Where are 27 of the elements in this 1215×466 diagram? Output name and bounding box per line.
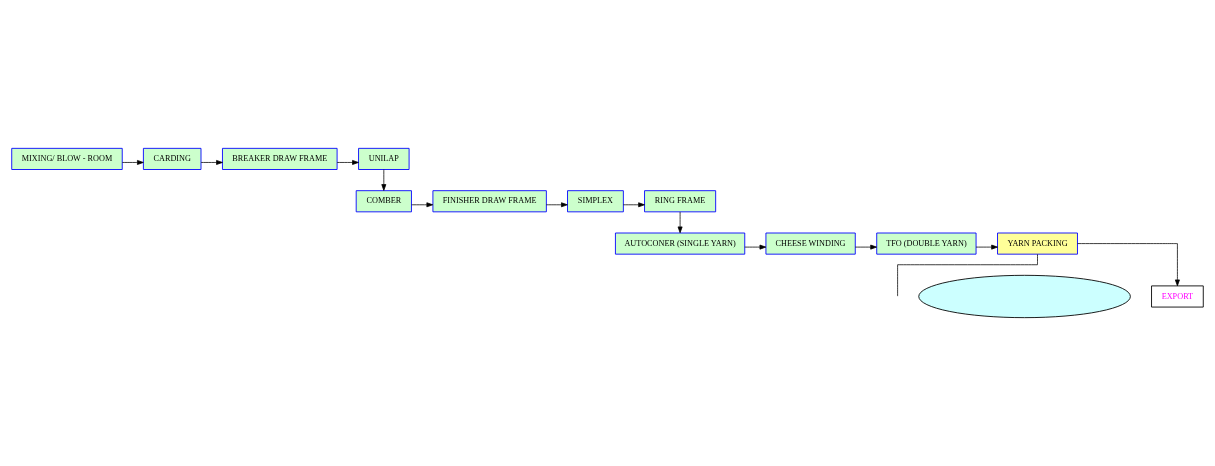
- node-box: CHEESE WINDING: [765, 232, 856, 255]
- node-ellipse: [918, 274, 1131, 319]
- node-box: CARDING: [142, 147, 202, 170]
- node-box: FINISHER DRAW FRAME: [432, 190, 547, 213]
- node-box: SIMPLEX: [567, 190, 624, 213]
- arrow: [411, 202, 434, 208]
- node-box: COMBER: [355, 190, 412, 213]
- node-box: UNILAP: [358, 147, 410, 170]
- arrow: [200, 160, 223, 165]
- node-box: RING FRAME: [644, 190, 717, 213]
- arrow: [336, 160, 359, 165]
- arrow: [122, 160, 144, 165]
- arrow: [677, 211, 683, 234]
- node-box: AUTOCONER (SINGLE YARN): [615, 232, 746, 255]
- arrow: [1077, 243, 1180, 287]
- node-box: YARN PACKING: [997, 232, 1078, 255]
- node-box: BREAKER DRAW FRAME: [222, 147, 338, 170]
- arrow: [546, 202, 568, 208]
- arrow: [744, 244, 767, 250]
- arrow: [975, 244, 998, 250]
- arrow: [623, 202, 645, 208]
- arrow: [855, 244, 877, 250]
- connector: [897, 254, 1038, 297]
- arrow: [381, 169, 387, 191]
- node-box: EXPORT: [1151, 285, 1204, 308]
- node-box: MIXING/ BLOW - ROOM: [11, 147, 123, 170]
- node-box: TFO (DOUBLE YARN): [876, 232, 977, 255]
